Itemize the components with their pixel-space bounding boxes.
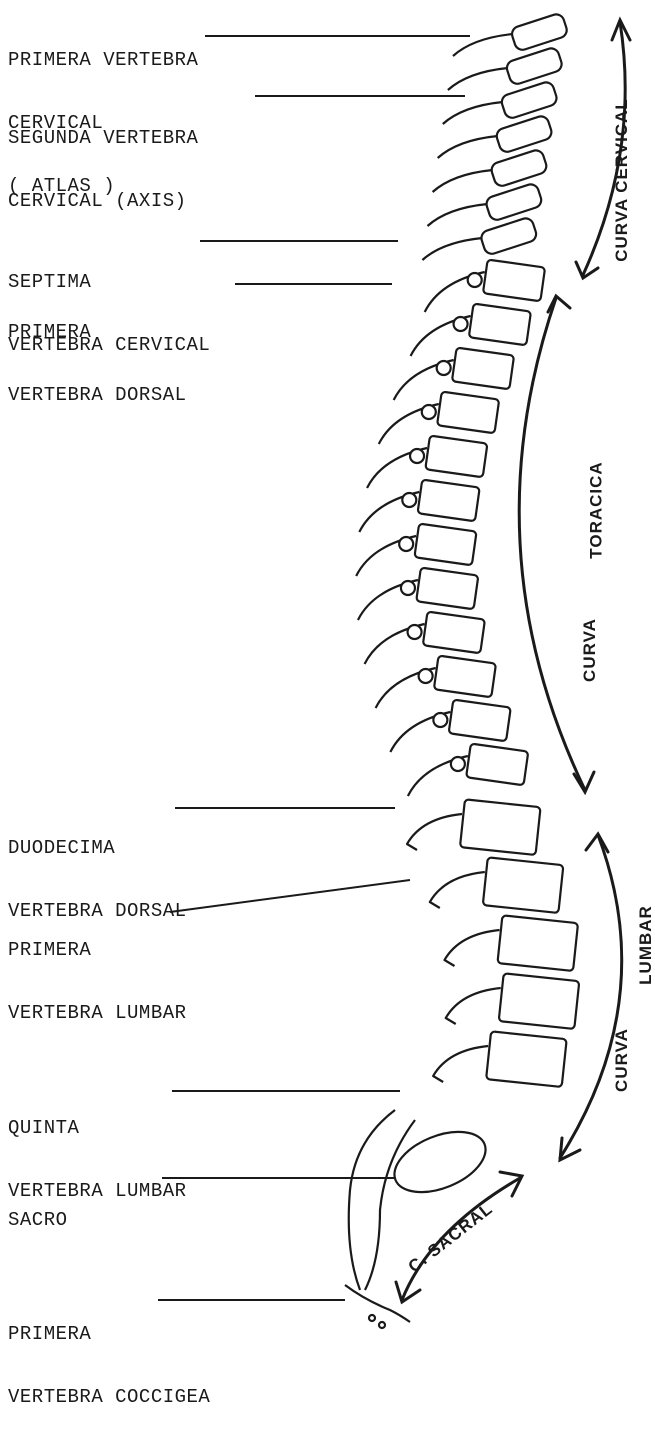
coccyx-segment — [369, 1315, 375, 1321]
vertebra-dorsal — [416, 568, 478, 610]
vertebra-cervical — [495, 114, 554, 154]
label-line: CERVICAL (AXIS) — [8, 191, 198, 212]
vertebra-cervical — [490, 148, 549, 188]
region-cervical: CURVA CERVICAL — [612, 98, 632, 262]
coccyx-segment — [379, 1322, 385, 1328]
rib-facet — [408, 625, 422, 639]
vertebra-cervical — [479, 216, 538, 256]
label-sacro: SACRO — [8, 1168, 68, 1273]
label-l1: PRIMERA VERTEBRA LUMBAR — [8, 898, 187, 1066]
rib-facet — [454, 317, 468, 331]
rib-facet — [437, 361, 451, 375]
label-line: PRIMERA VERTEBRA — [8, 50, 198, 71]
vertebra-cervical — [500, 80, 559, 120]
rib-facet — [433, 713, 447, 727]
label-line: SACRO — [8, 1210, 68, 1231]
label-t1: PRIMERA VERTEBRA DORSAL — [8, 280, 187, 448]
vertebra-dorsal — [469, 304, 531, 346]
spinous-process — [407, 814, 462, 850]
vertebra-cervical — [510, 12, 569, 52]
vertebra-cervical — [484, 182, 543, 222]
vertebra-lumbar — [483, 857, 564, 913]
region-lumbar-curva: CURVA — [612, 1028, 632, 1092]
label-line: QUINTA — [8, 1118, 187, 1139]
rib-facet — [422, 405, 436, 419]
vertebra-dorsal — [466, 744, 528, 786]
coccyx — [345, 1285, 410, 1322]
vertebra-lumbar — [460, 799, 541, 855]
rib-facet — [402, 493, 416, 507]
spinous-process — [430, 872, 485, 908]
region-lumbar-word: LUMBAR — [636, 905, 655, 985]
label-line: VERTEBRA COCCIGEA — [8, 1387, 210, 1408]
spinous-process — [438, 136, 498, 158]
spinous-process — [422, 238, 482, 260]
vertebra-dorsal — [434, 656, 496, 698]
spinous-process — [433, 1046, 488, 1082]
sacrum-back — [349, 1110, 395, 1290]
vertebral-column — [345, 12, 579, 1328]
vertebra-dorsal — [414, 524, 476, 566]
vertebra-dorsal — [425, 436, 487, 478]
vertebra-cervical — [505, 46, 564, 86]
vertebra-dorsal — [452, 348, 514, 390]
region-toracica-word: TORACICA — [587, 461, 607, 558]
label-line: PRIMERA — [8, 940, 187, 961]
vertebra-dorsal — [418, 480, 480, 522]
rib-facet — [468, 273, 482, 287]
rib-facet — [399, 537, 413, 551]
spinous-process — [443, 102, 503, 124]
region-toracica-curva: CURVA — [580, 618, 600, 682]
spinous-process — [428, 204, 488, 226]
spinous-process — [444, 930, 499, 966]
label-line: PRIMERA — [8, 1324, 210, 1345]
label-line: PRIMERA — [8, 322, 187, 343]
label-line: DUODECIMA — [8, 838, 187, 859]
label-line: VERTEBRA LUMBAR — [8, 1003, 187, 1024]
vertebra-dorsal — [483, 260, 545, 302]
spinous-process — [453, 34, 513, 56]
label-line: SEGUNDA VERTEBRA — [8, 128, 198, 149]
rib-facet — [410, 449, 424, 463]
leader-l1 — [170, 880, 410, 912]
vertebra-dorsal — [423, 612, 485, 654]
spinous-process — [448, 68, 508, 90]
label-axis: SEGUNDA VERTEBRA CERVICAL (AXIS) — [8, 86, 198, 254]
vertebra-dorsal — [449, 700, 511, 742]
label-line: VERTEBRA DORSAL — [8, 385, 187, 406]
label-coccyx: PRIMERA VERTEBRA COCCIGEA — [8, 1282, 210, 1450]
vertebra-lumbar — [497, 915, 578, 971]
vertebra-lumbar — [499, 973, 580, 1029]
sacrum-body — [386, 1120, 494, 1204]
arrowhead — [586, 834, 608, 852]
vertebra-dorsal — [437, 392, 499, 434]
leader-lines — [158, 36, 470, 1300]
vertebra-lumbar — [486, 1031, 567, 1087]
spine-diagram: PRIMERA VERTEBRA CERVICAL ( ATLAS ) SEGU… — [0, 0, 655, 1336]
arrow-toracica — [519, 298, 585, 790]
rib-facet — [419, 669, 433, 683]
spinous-process — [446, 988, 501, 1024]
rib-facet — [401, 581, 415, 595]
spinous-process — [433, 170, 493, 192]
rib-facet — [451, 757, 465, 771]
